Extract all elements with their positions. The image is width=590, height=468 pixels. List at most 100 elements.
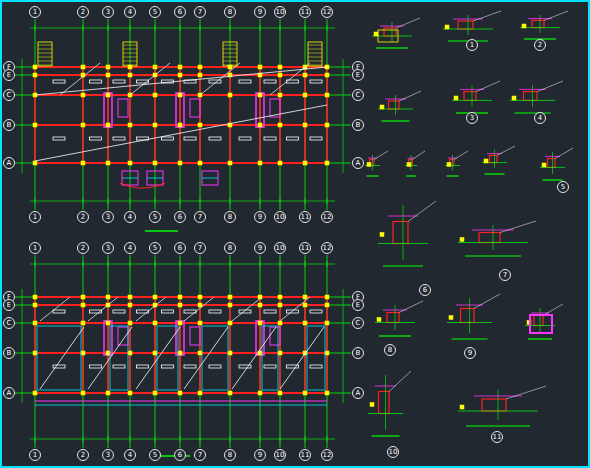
callout-number: 10: [387, 446, 399, 458]
plan-stroke: [497, 146, 515, 155]
callout-number: C: [3, 89, 15, 101]
plan-stroke: [232, 327, 276, 389]
plan-stroke: [387, 313, 399, 323]
plan-stroke: [303, 161, 307, 165]
plan-stroke: [35, 322, 327, 324]
plan-stroke: [304, 67, 306, 163]
callout-number: B: [3, 119, 15, 131]
plan-stroke: [474, 294, 500, 309]
callout-number: 9: [254, 449, 266, 461]
plan-stroke: [456, 305, 483, 306]
plan-stroke: [325, 303, 329, 307]
plan-stroke: [305, 436, 306, 442]
plan-stroke: [308, 61, 322, 62]
plan-stroke: [258, 303, 262, 307]
callout-number: 9: [254, 6, 266, 18]
plan-stroke: [123, 65, 137, 66]
plan-stroke: [408, 201, 436, 222]
plan-stroke: [155, 19, 156, 210]
plan-stroke: [106, 351, 110, 355]
plan-stroke: [37, 326, 81, 390]
plan-stroke: [130, 261, 131, 267]
plan-stroke: [239, 137, 251, 140]
plan-stroke: [230, 261, 231, 267]
callout-number: 10: [274, 6, 286, 18]
plan-stroke: [458, 21, 473, 29]
plan-stroke: [325, 321, 329, 325]
plan-stroke: [178, 65, 182, 69]
plan-stroke: [461, 309, 475, 323]
plan-stroke: [465, 255, 521, 256]
plan-stroke: [209, 137, 221, 140]
plan-stroke: [388, 216, 418, 217]
plan-stroke: [308, 53, 322, 54]
plan-stroke: [482, 399, 506, 411]
plan-stroke: [464, 92, 476, 101]
callout-number: 8: [224, 449, 236, 461]
plan-stroke: [260, 198, 261, 204]
plan-stroke: [522, 24, 526, 28]
plan-stroke: [406, 175, 416, 176]
plan-stroke: [532, 20, 544, 27]
plan-stroke: [327, 261, 328, 267]
callout-number: 5: [557, 181, 569, 193]
plan-stroke: [34, 297, 36, 393]
plan-stroke: [200, 25, 201, 31]
plan-stroke: [303, 93, 307, 97]
plan-stroke: [104, 93, 112, 127]
callout-number: B: [3, 347, 15, 359]
plan-stroke: [389, 371, 411, 392]
callout-number: 7: [194, 449, 206, 461]
plan-stroke: [153, 321, 157, 325]
plan-stroke: [162, 365, 174, 368]
plan-stroke: [308, 45, 322, 46]
plan-stroke: [123, 49, 137, 50]
callout-number: 2: [77, 211, 89, 223]
callout-number: 5: [149, 242, 161, 254]
callout-number: 12: [321, 211, 333, 223]
plan-stroke: [270, 327, 280, 345]
callout-number: 12: [321, 242, 333, 254]
plan-stroke: [178, 303, 182, 307]
plan-stroke: [178, 161, 182, 165]
plan-stroke: [155, 436, 156, 442]
plan-stroke: [106, 93, 110, 97]
plan-stroke: [123, 57, 137, 58]
callout-number: 10: [274, 242, 286, 254]
plan-stroke: [258, 161, 262, 165]
plan-stroke: [258, 123, 262, 127]
plan-stroke: [53, 80, 65, 83]
plan-stroke: [278, 351, 282, 355]
callout-number: C: [3, 317, 15, 329]
plan-stroke: [113, 80, 125, 83]
plan-stroke: [106, 391, 110, 395]
plan-stroke: [537, 81, 563, 92]
plan-stroke: [90, 365, 102, 368]
callout-number: E: [352, 299, 364, 311]
plan-stroke: [15, 163, 351, 164]
plan-stroke: [232, 297, 262, 321]
plan-stroke: [35, 66, 327, 68]
plan-stroke: [38, 49, 52, 50]
plan-stroke: [179, 297, 181, 393]
plan-stroke: [383, 265, 423, 266]
plan-stroke: [33, 295, 37, 299]
plan-stroke: [178, 93, 182, 97]
callout-number: 6: [174, 6, 186, 18]
plan-stroke: [209, 365, 221, 368]
plan-stroke: [90, 80, 102, 83]
plan-stroke: [479, 233, 500, 243]
plan-stroke: [327, 436, 328, 442]
plan-stroke: [33, 391, 37, 395]
plan-stroke: [35, 198, 36, 204]
plan-stroke: [200, 63, 240, 95]
plan-stroke: [379, 392, 390, 414]
plan-stroke: [202, 171, 218, 185]
plan-stroke: [38, 61, 52, 62]
plan-stroke: [447, 163, 451, 167]
plan-stroke: [280, 25, 281, 31]
plan-stroke: [278, 73, 282, 77]
plan-stroke: [176, 93, 184, 127]
plan-stroke: [157, 326, 178, 390]
